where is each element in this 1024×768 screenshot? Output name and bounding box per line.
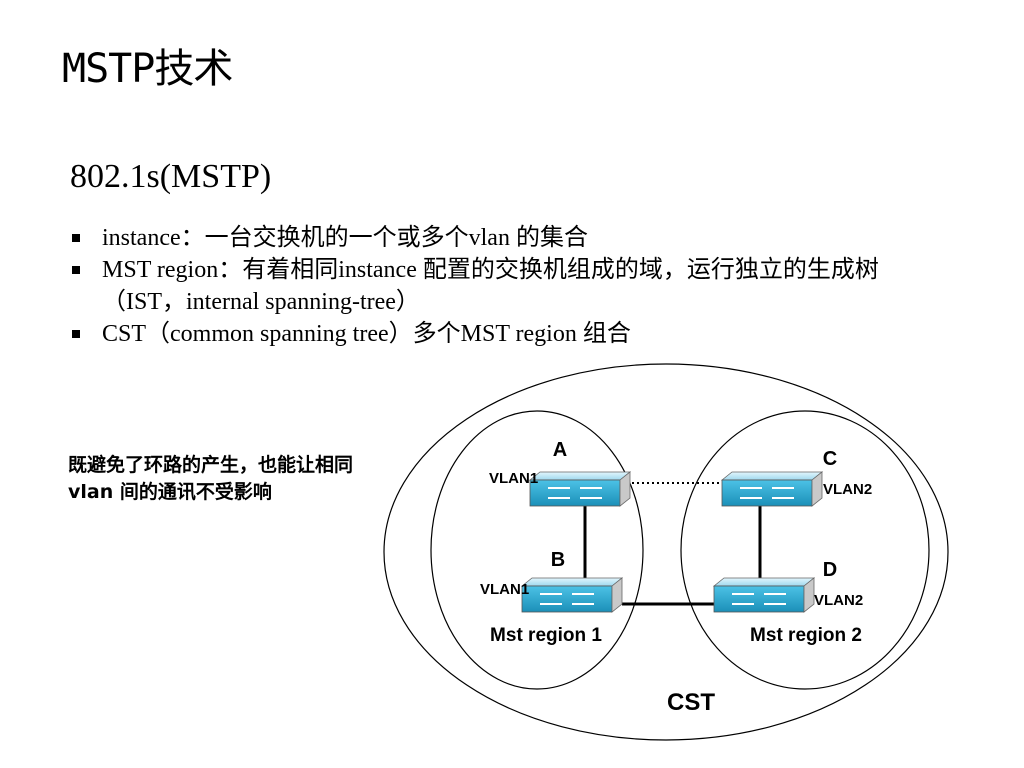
side-note: 既避免了环路的产生，也能让相同vlan 间的通讯不受影响: [68, 454, 354, 503]
switch-c-label: C: [823, 448, 837, 470]
cst-label: CST: [667, 689, 715, 716]
bullet-item-instance: instance：一台交换机的一个或多个vlan 的集合: [70, 222, 950, 254]
switch-b-label: B: [551, 549, 565, 571]
switch-c-vlan: VLAN2: [823, 481, 872, 498]
bullet-text: MST region：有着相同instance 配置的交换机组成的域，运行独立的…: [102, 257, 879, 315]
slide-subtitle: 802.1s(MSTP): [70, 158, 272, 195]
region-2-boundary: [680, 410, 930, 690]
bullet-square-icon: [72, 234, 80, 242]
switch-a-icon: [529, 471, 631, 507]
switch-d-vlan: VLAN2: [814, 592, 863, 609]
bullet-text: instance：一台交换机的一个或多个vlan 的集合: [102, 225, 588, 251]
bullet-item-mst-region: MST region：有着相同instance 配置的交换机组成的域，运行独立的…: [70, 254, 950, 318]
switch-a-vlan: VLAN1: [489, 470, 538, 487]
switch-a-label: A: [553, 439, 567, 461]
switch-d-label: D: [823, 559, 837, 581]
switch-b-icon: [521, 577, 623, 613]
bullet-square-icon: [72, 330, 80, 338]
region-1-label: Mst region 1: [490, 625, 602, 646]
switch-b-vlan: VLAN1: [480, 581, 529, 598]
slide-title: MSTP技术: [62, 46, 233, 92]
switch-c-icon: [721, 471, 823, 507]
bullet-text: CST（common spanning tree）多个MST region 组合: [102, 321, 631, 347]
region-1-boundary: [430, 410, 644, 690]
bullet-square-icon: [72, 266, 80, 274]
region-2-label: Mst region 2: [750, 625, 862, 646]
bullet-item-cst: CST（common spanning tree）多个MST region 组合: [70, 318, 950, 350]
bullet-list: instance：一台交换机的一个或多个vlan 的集合 MST region：…: [70, 222, 950, 350]
cst-boundary: [383, 363, 949, 741]
switch-d-icon: [713, 577, 815, 613]
